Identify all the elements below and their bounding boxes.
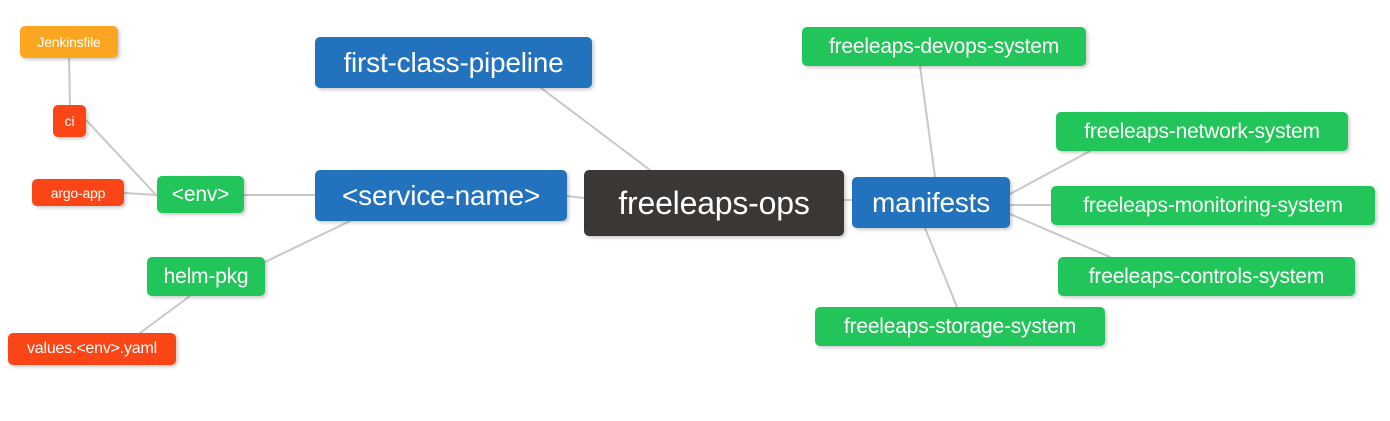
edge-helm-pkg-to-values-env-yaml — [139, 295, 191, 334]
node-label-freeleaps-storage-system: freeleaps-storage-system — [843, 315, 1077, 338]
node-label-first-class-pipeline: first-class-pipeline — [343, 46, 564, 78]
node-ci[interactable]: ci — [53, 105, 86, 137]
edge-argo-app-to-env — [123, 192, 158, 196]
node-jenkinsfile[interactable]: Jenkinsfile — [20, 26, 118, 58]
node-freeleaps-storage-system[interactable]: freeleaps-storage-system — [815, 307, 1105, 346]
node-label-ci: ci — [64, 113, 75, 129]
node-label-freeleaps-network-system: freeleaps-network-system — [1084, 120, 1320, 143]
edge-service-name-to-freeleaps-ops — [566, 195, 585, 199]
node-label-freeleaps-monitoring-system: freeleaps-monitoring-system — [1083, 194, 1343, 217]
node-label-freeleaps-devops-system: freeleaps-devops-system — [829, 35, 1059, 58]
node-service-name[interactable]: <service-name> — [315, 170, 567, 221]
node-label-env: <env> — [171, 183, 230, 206]
node-label-manifests: manifests — [871, 186, 991, 218]
node-label-freeleaps-ops: freeleaps-ops — [618, 185, 810, 221]
node-freeleaps-controls-system[interactable]: freeleaps-controls-system — [1058, 257, 1355, 296]
node-label-values-env-yaml: values.<env>.yaml — [26, 340, 157, 357]
node-manifests[interactable]: manifests — [852, 177, 1010, 228]
node-label-jenkinsfile: Jenkinsfile — [37, 34, 101, 50]
node-values-env-yaml[interactable]: values.<env>.yaml — [8, 333, 176, 365]
node-label-service-name: <service-name> — [342, 179, 540, 211]
edge-first-class-pipeline-to-freeleaps-ops — [540, 87, 651, 171]
edge-service-name-to-helm-pkg — [264, 220, 351, 263]
node-freeleaps-ops[interactable]: freeleaps-ops — [584, 170, 844, 236]
node-helm-pkg[interactable]: helm-pkg — [147, 257, 265, 296]
edge-jenkinsfile-to-ci — [68, 57, 71, 106]
node-freeleaps-monitoring-system[interactable]: freeleaps-monitoring-system — [1051, 186, 1375, 225]
edge-manifests-to-freeleaps-devops-system — [919, 65, 936, 178]
node-freeleaps-network-system[interactable]: freeleaps-network-system — [1056, 112, 1348, 151]
node-label-helm-pkg: helm-pkg — [163, 265, 249, 288]
node-argo-app[interactable]: argo-app — [32, 179, 124, 206]
node-env[interactable]: <env> — [157, 176, 244, 213]
node-first-class-pipeline[interactable]: first-class-pipeline — [315, 37, 592, 88]
node-freeleaps-devops-system[interactable]: freeleaps-devops-system — [802, 27, 1086, 66]
edge-manifests-to-freeleaps-storage-system — [924, 227, 958, 308]
node-label-argo-app: argo-app — [50, 184, 106, 201]
node-label-freeleaps-controls-system: freeleaps-controls-system — [1088, 265, 1325, 288]
